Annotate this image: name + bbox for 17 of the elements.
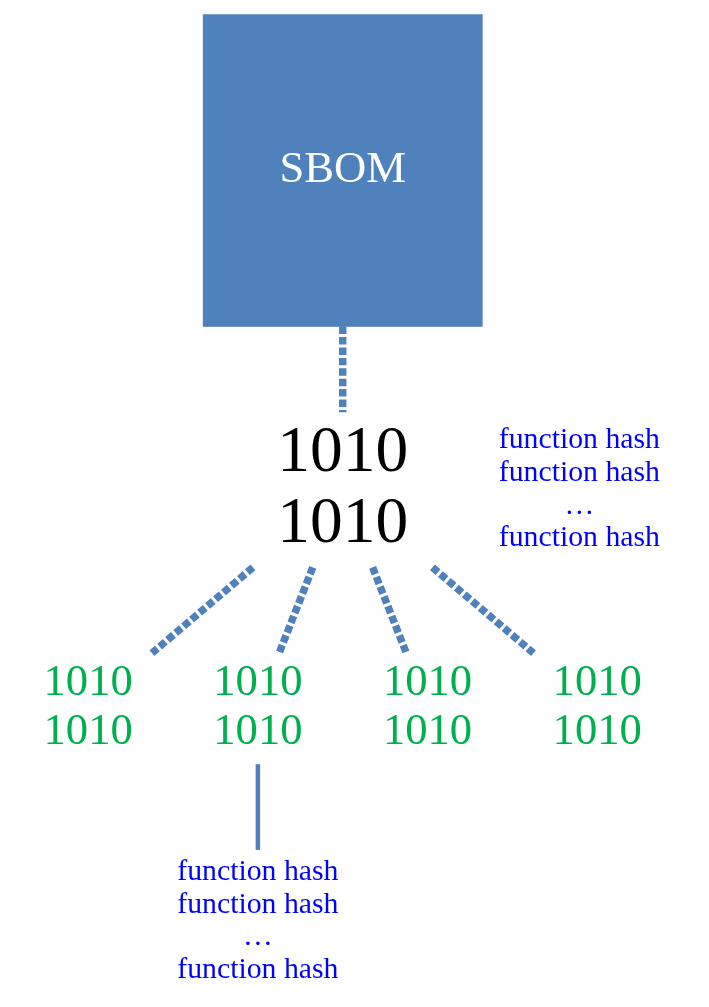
connector bbox=[255, 763, 260, 850]
node-box: SBOM bbox=[202, 13, 483, 327]
node-label: function hash bbox=[498, 518, 660, 552]
connector bbox=[148, 564, 255, 656]
node-text: 1010 1010 bbox=[552, 654, 642, 754]
node-text: 1010 1010 bbox=[212, 654, 303, 754]
node-label: function hash bbox=[498, 453, 660, 487]
node-label: function hash bbox=[498, 420, 660, 454]
connector bbox=[429, 564, 536, 656]
node-text: 1010 1010 bbox=[43, 654, 133, 754]
node-label: … bbox=[564, 486, 594, 520]
connector bbox=[338, 326, 346, 412]
connector bbox=[368, 565, 410, 655]
node-text: 1010 1010 bbox=[382, 654, 472, 754]
connector bbox=[275, 565, 316, 655]
node-text: 1010 1010 bbox=[276, 412, 408, 556]
node-text: function hash function hash … function hash bbox=[176, 852, 338, 984]
